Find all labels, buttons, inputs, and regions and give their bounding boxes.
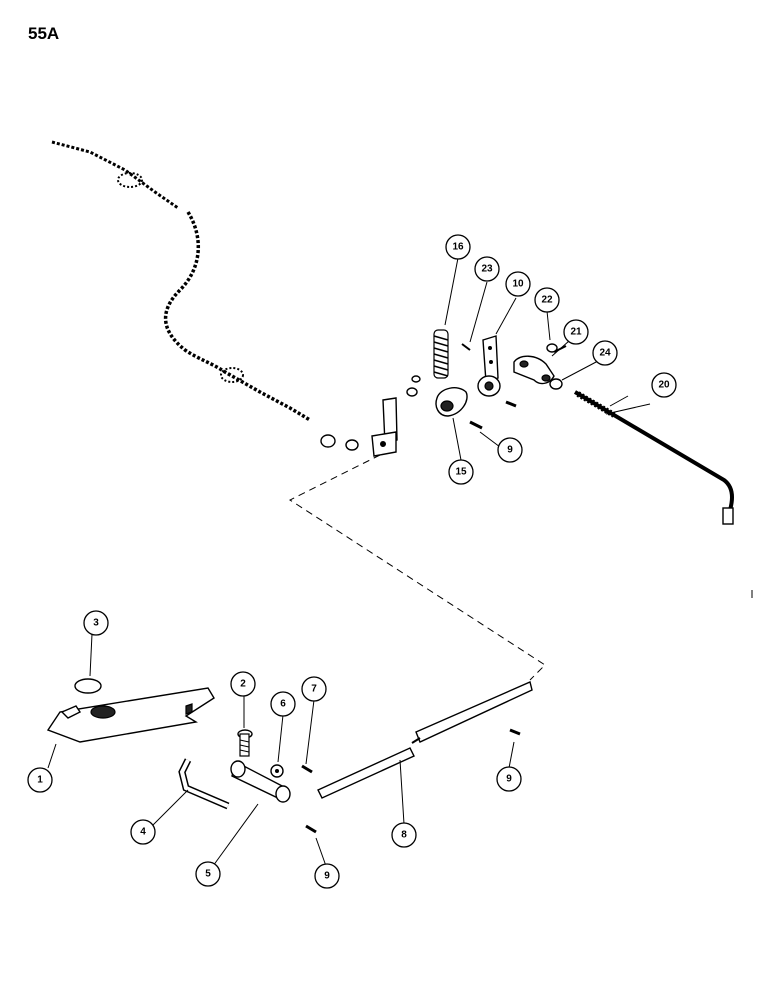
spring-16 [433, 329, 449, 379]
pin-22 [546, 343, 567, 353]
callout-10: 10 [505, 271, 531, 297]
bolt-2 [237, 729, 253, 757]
callout-10-text: 10 [512, 279, 524, 290]
callout-8: 8 [391, 822, 417, 848]
cam-15 [435, 387, 468, 417]
callout-1-text: 1 [37, 775, 43, 786]
callout-9-bottom: 9 [314, 863, 340, 889]
cable-nuts [320, 375, 421, 451]
callout-7-text: 7 [311, 684, 317, 695]
callout-3-text: 3 [93, 618, 99, 629]
callout-21-text: 21 [570, 327, 582, 338]
callout-24-text: 24 [599, 348, 611, 359]
throttle-cable [51, 140, 311, 422]
callout-4-text: 4 [140, 827, 146, 838]
rod-20 [573, 390, 734, 525]
nut-24 [549, 378, 563, 390]
callout-9-upper-text: 9 [507, 445, 513, 456]
pedal-plate-1 [46, 687, 215, 743]
shaft-8 [317, 681, 533, 799]
assembly-connection-line [288, 454, 546, 681]
cable-bracket [371, 397, 398, 457]
callout-22-text: 22 [541, 295, 553, 306]
callout-2: 2 [230, 671, 256, 697]
callout-4: 4 [130, 819, 156, 845]
callout-7: 7 [301, 676, 327, 702]
callout-1: 1 [27, 767, 53, 793]
lever-10 [477, 335, 501, 397]
callout-15: 15 [448, 459, 474, 485]
callout-23-text: 23 [481, 264, 493, 275]
cotter-pin-23 [461, 343, 471, 351]
roll-pins-upper [469, 400, 517, 430]
link-5 [230, 760, 291, 803]
clevis-21 [513, 355, 555, 385]
callout-9-right: 9 [496, 766, 522, 792]
callout-20-text: 20 [658, 380, 670, 391]
callout-8-text: 8 [401, 830, 407, 841]
callout-20: 20 [651, 372, 677, 398]
callout-6-text: 6 [280, 699, 286, 710]
callout-6: 6 [270, 691, 296, 717]
rod-4 [178, 758, 230, 810]
roll-pin-lower-right [509, 728, 521, 736]
callout-9-upper: 9 [497, 437, 523, 463]
callout-16-text: 16 [452, 242, 464, 253]
grommet-3 [74, 678, 102, 694]
pin-7 [301, 764, 313, 774]
callout-21: 21 [563, 319, 589, 345]
callout-9-bottom-text: 9 [324, 871, 330, 882]
callout-3: 3 [83, 610, 109, 636]
roll-pin-lower-left [305, 824, 317, 834]
callout-23: 23 [474, 256, 500, 282]
callout-9-right-text: 9 [506, 774, 512, 785]
callout-5: 5 [195, 861, 221, 887]
page-number-label: 55A [28, 24, 60, 43]
callout-24: 24 [592, 340, 618, 366]
callout-5-text: 5 [205, 869, 211, 880]
leader-lines [47, 257, 651, 867]
callout-2-text: 2 [240, 679, 246, 690]
callout-16: 16 [445, 234, 471, 260]
callout-22: 22 [534, 287, 560, 313]
callout-15-text: 15 [455, 467, 467, 478]
